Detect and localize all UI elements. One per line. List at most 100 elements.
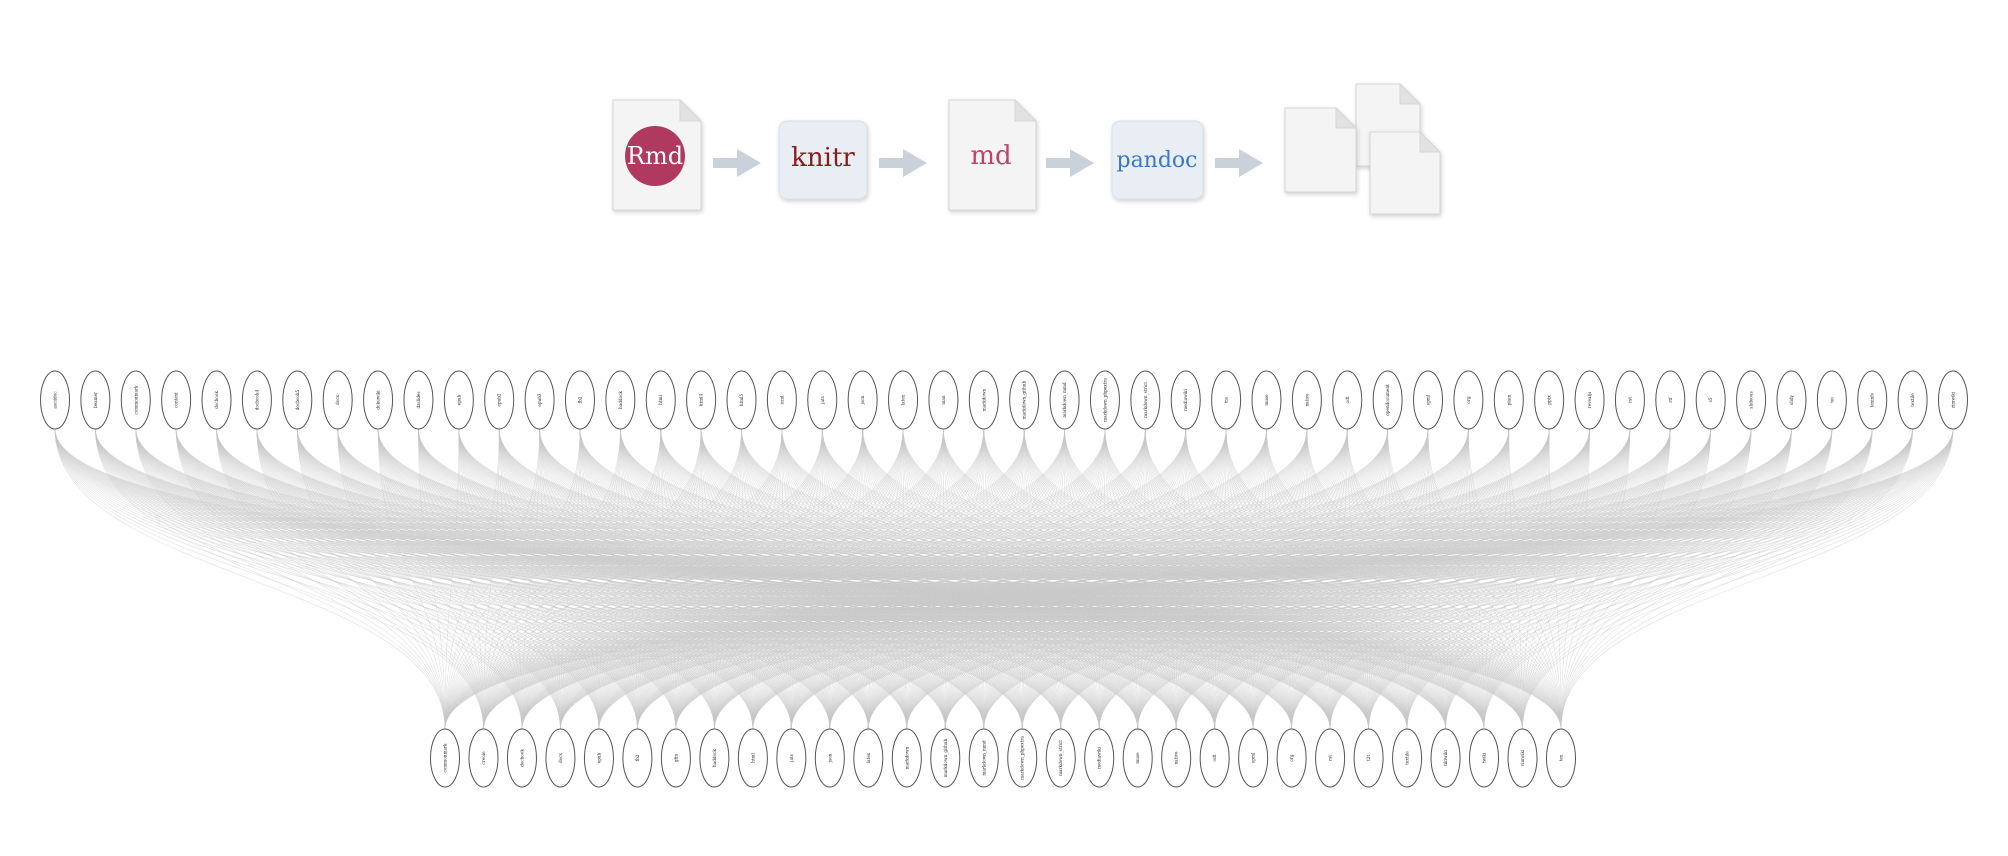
conversion-edge	[256, 428, 600, 730]
conversion-edge	[1023, 428, 1254, 730]
conversion-edge	[741, 428, 754, 730]
conversion-edge	[822, 428, 946, 730]
format-node-ellipse	[1199, 728, 1230, 788]
format-node-ellipse	[1430, 728, 1461, 788]
conversion-edge	[1445, 428, 1510, 730]
format-node-ellipse	[363, 370, 394, 430]
input-format-node: markdown_mmd	[968, 728, 999, 788]
conversion-edge	[54, 428, 1138, 730]
conversion-edge	[620, 428, 792, 730]
format-node-ellipse	[814, 728, 845, 788]
format-node-ellipse	[968, 728, 999, 788]
format-node-label: fb2	[577, 396, 582, 403]
conversion-edge	[781, 428, 1023, 730]
format-node-label: markdown_mmd	[1062, 382, 1067, 418]
output-format-node: mediawiki	[1170, 370, 1201, 430]
conversion-edge	[700, 428, 1023, 730]
format-node-label: mediawiki	[1183, 388, 1188, 410]
conversion-edge	[983, 428, 1254, 730]
conversion-edge	[741, 428, 985, 730]
conversion-edge	[1098, 428, 1388, 730]
output-format-node: markdown_strict	[1130, 370, 1161, 430]
format-node-ellipse	[1170, 370, 1201, 430]
conversion-edge	[539, 428, 754, 730]
conversion-edge	[1145, 428, 1177, 730]
conversion-edge	[660, 428, 946, 730]
conversion-edge	[906, 428, 1388, 730]
conversion-edge	[862, 428, 1061, 730]
conversion-edge	[1266, 428, 1408, 730]
format-node-ellipse	[1469, 728, 1500, 788]
input-format-node: gfm	[660, 728, 691, 788]
conversion-edge	[54, 428, 1254, 730]
format-node-ellipse	[968, 370, 999, 430]
conversion-edge	[1483, 428, 1833, 730]
format-node-ellipse	[726, 370, 757, 430]
format-node-label: native	[1304, 393, 1309, 407]
conversion-edges	[54, 428, 1954, 730]
conversion-edge	[1291, 428, 1631, 730]
format-node-ellipse	[506, 728, 537, 788]
format-node-ellipse	[1392, 728, 1423, 788]
conversion-edge	[675, 428, 742, 730]
format-node-ellipse	[853, 728, 884, 788]
knitr-box	[778, 120, 868, 200]
md-label: md	[970, 141, 1011, 171]
output-format-node: native	[1291, 370, 1322, 430]
rmd-badge	[625, 126, 685, 186]
conversion-edge	[1023, 428, 1215, 730]
conversion-edge	[54, 428, 1215, 730]
output-format-node: rst	[1614, 370, 1645, 430]
format-node-label: org	[1289, 754, 1294, 762]
format-node-label: revealjs	[1587, 392, 1592, 409]
format-node-ellipse	[776, 728, 807, 788]
conversion-edge	[539, 428, 600, 730]
format-node-label: epub	[456, 394, 461, 405]
conversion-edge	[54, 428, 1331, 730]
format-node-ellipse	[1655, 370, 1686, 430]
conversion-edge	[579, 428, 1562, 730]
conversion-edge	[579, 428, 754, 730]
input-format-node: docx	[545, 728, 576, 788]
conversion-edge	[539, 428, 1562, 730]
conversion-edge	[444, 428, 621, 730]
conversion-edge	[1225, 428, 1446, 730]
conversion-edge	[906, 428, 944, 730]
input-format-node: haddock	[699, 728, 730, 788]
conversion-edge	[1560, 428, 1631, 730]
conversion-edge	[700, 428, 792, 730]
conversion-edge	[458, 428, 792, 730]
format-node-ellipse	[201, 370, 232, 430]
conversion-edge	[1468, 428, 1523, 730]
render-pipeline-diagram: Rmd knitr md pandoc	[612, 82, 1442, 215]
conversion-edge	[1266, 428, 1369, 730]
input-format-node: twiki	[1469, 728, 1500, 788]
conversion-edge	[1522, 428, 1833, 730]
conversion-edge	[1560, 428, 1954, 730]
conversion-edge	[983, 428, 1186, 730]
conversion-edge	[1104, 428, 1138, 730]
conversion-edge	[1185, 428, 1215, 730]
conversion-edge	[1185, 428, 1292, 730]
conversion-edge	[1252, 428, 1388, 730]
format-node-label: textile	[1405, 751, 1410, 765]
conversion-edge	[983, 428, 1267, 730]
conversion-edge	[297, 428, 1562, 730]
conversion-edge	[862, 428, 908, 730]
conversion-edge	[95, 428, 446, 730]
format-node-ellipse	[1049, 370, 1080, 430]
format-node-label: muse	[1135, 752, 1140, 764]
format-node-label: jats	[820, 396, 825, 405]
conversion-edge	[1522, 428, 1711, 730]
format-node-label: t2t	[1366, 755, 1371, 761]
conversion-edge	[539, 428, 908, 730]
conversion-edge	[297, 428, 484, 730]
conversion-edge	[1225, 428, 1331, 730]
arrow-icon	[1215, 149, 1263, 177]
conversion-edge	[498, 428, 831, 730]
conversion-edge	[700, 428, 831, 730]
format-node-label: asciidoc	[53, 391, 58, 409]
output-format-node: dzslides	[403, 370, 434, 430]
conversion-edge	[135, 428, 1562, 730]
conversion-edge	[620, 428, 831, 730]
